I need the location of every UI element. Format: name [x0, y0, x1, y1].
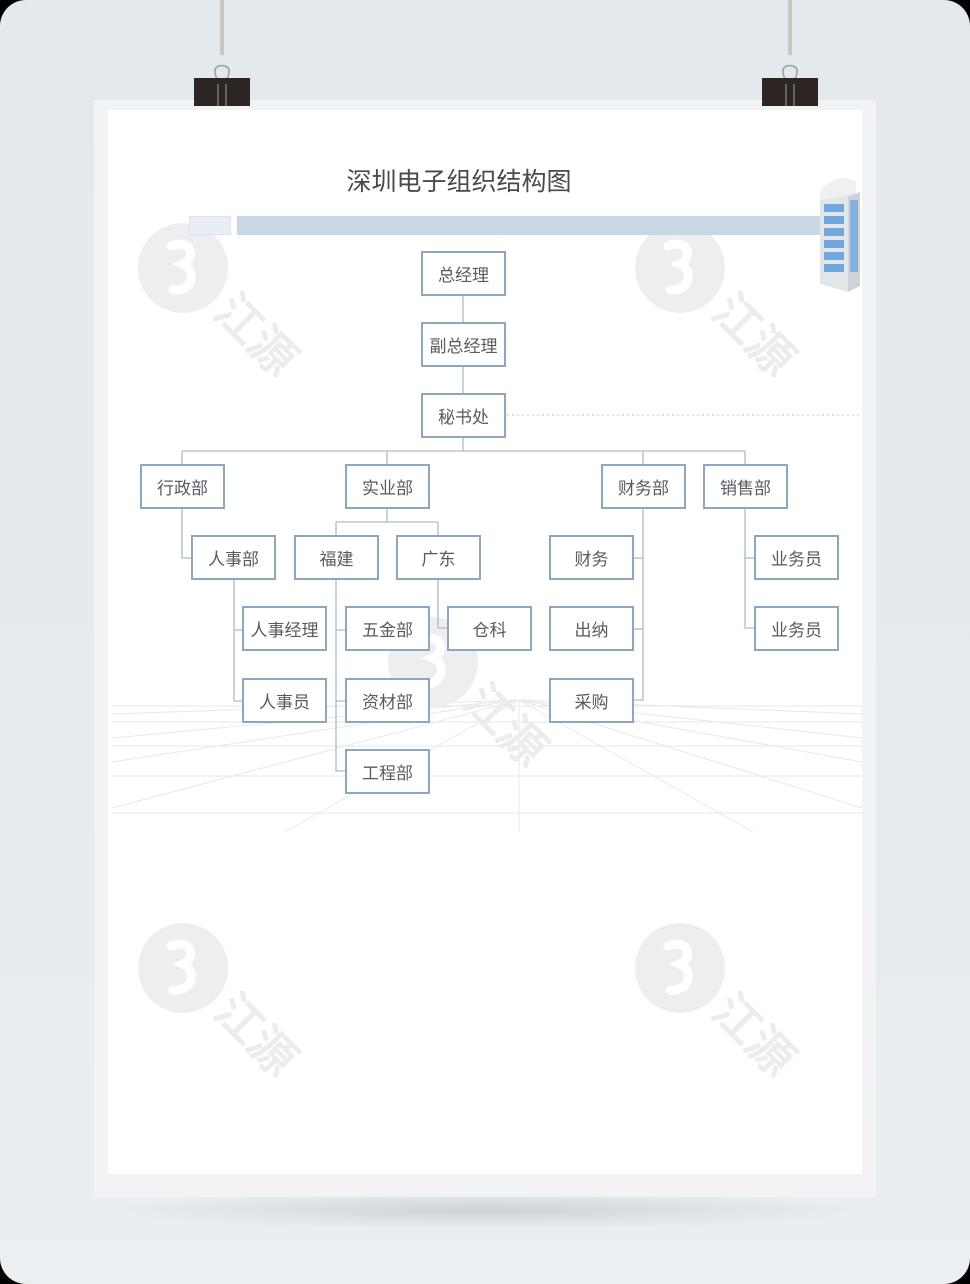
node-industry-dept: 实业部 — [345, 464, 430, 509]
clip-wire-left-front-icon — [217, 84, 227, 106]
hanging-string-left — [220, 0, 224, 55]
node-warehouse: 仓科 — [447, 606, 532, 651]
node-salesperson-2: 业务员 — [754, 606, 839, 651]
node-cashier: 出纳 — [549, 606, 634, 651]
node-guangdong: 广东 — [396, 535, 481, 580]
binder-clip-left — [194, 78, 250, 106]
page-title: 深圳电子组织结构图 — [346, 167, 572, 196]
node-hr-manager: 人事经理 — [242, 606, 327, 651]
node-materials-dept: 资材部 — [345, 678, 430, 723]
node-hr-dept: 人事部 — [191, 535, 276, 580]
node-salesperson-1: 业务员 — [754, 535, 839, 580]
node-engineering-dept: 工程部 — [345, 749, 430, 794]
hanging-string-right — [788, 0, 792, 55]
node-deputy-general-manager: 副总经理 — [421, 322, 506, 367]
node-fujian: 福建 — [294, 535, 379, 580]
office-building-icon — [820, 177, 860, 292]
node-hr-staff: 人事员 — [242, 678, 327, 723]
connectors — [181, 296, 755, 772]
binder-clip-right — [762, 78, 818, 106]
node-finance-dept: 财务部 — [601, 464, 686, 509]
node-admin-dept: 行政部 — [140, 464, 225, 509]
header-bar-long — [237, 216, 822, 235]
node-sales-dept: 销售部 — [703, 464, 788, 509]
node-general-manager: 总经理 — [421, 251, 506, 296]
node-secretariat: 秘书处 — [421, 393, 506, 438]
node-finance: 财务 — [549, 535, 634, 580]
node-purchasing: 采购 — [549, 678, 634, 723]
grid-floor — [111, 699, 863, 833]
header-bar-small — [189, 216, 231, 235]
node-hardware-dept: 五金部 — [345, 606, 430, 651]
clip-wire-right-front-icon — [785, 84, 795, 106]
